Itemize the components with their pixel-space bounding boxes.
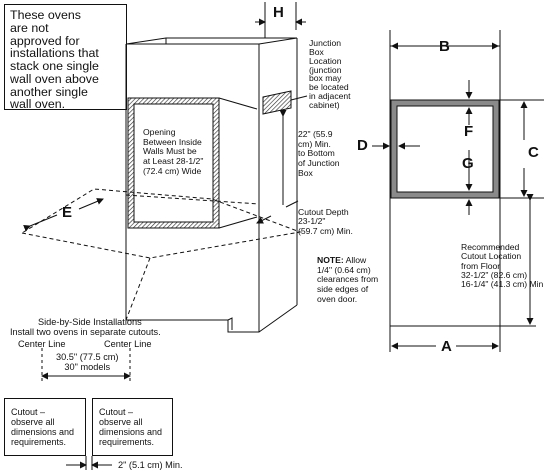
recommended-location-note: Recommended Cutout Location from Floor 3… xyxy=(461,242,544,290)
dimension-a xyxy=(389,326,501,352)
side-by-side-subtitle: Install two ovens in separate cutouts. xyxy=(10,327,161,337)
dimension-c xyxy=(499,99,544,199)
stacking-warning: These ovens are not approved for install… xyxy=(4,4,127,111)
center-line-right: Center Line xyxy=(104,339,152,349)
junction-height-note: 22" (55.9 cm) Min. to Bottom of Junction… xyxy=(298,129,340,178)
dimension-c-label: C xyxy=(528,144,539,161)
dimension-h-label: H xyxy=(273,4,284,21)
inside-walls-note: Opening Between Inside Walls Must be at … xyxy=(143,127,204,176)
dimension-a-label: A xyxy=(441,338,452,355)
side-by-side-diagram xyxy=(41,348,131,470)
dimension-b xyxy=(389,30,501,50)
dimension-e xyxy=(23,198,104,232)
junction-box-note: Junction Box Location (junction box may … xyxy=(309,38,351,110)
junction-box xyxy=(262,90,308,115)
dimension-b-label: B xyxy=(439,38,450,55)
dimension-f-label: F xyxy=(464,123,474,140)
front-elevation xyxy=(389,45,501,327)
note-first-line: Allow xyxy=(343,255,367,265)
dimension-h xyxy=(255,2,306,38)
cutout-box-right: Cutout – observe all dimensions and requ… xyxy=(92,398,173,456)
center-line-left: Center Line xyxy=(18,339,66,349)
cutout-depth-dimension xyxy=(256,200,299,224)
cutout-depth-note: Cutout Depth 23-1/2" (59.7 cm) Min. xyxy=(298,207,353,236)
note-label: NOTE: xyxy=(317,255,344,265)
centers-dimension: 30.5" (77.5 cm) 30" models xyxy=(56,352,119,372)
floor-height-dimension xyxy=(500,194,536,327)
dimension-e-label: E xyxy=(62,204,73,221)
cutout-box-left: Cutout – observe all dimensions and requ… xyxy=(4,398,86,456)
side-by-side-title: Side-by-Side Installations xyxy=(38,317,142,327)
floor-outline xyxy=(20,188,302,321)
cabinet-cutout xyxy=(127,97,258,229)
note-rest: 1/4" (0.64 cm) clearances from side edge… xyxy=(317,264,379,304)
dimension-g-label: G xyxy=(462,155,474,172)
dimension-d-label: D xyxy=(357,137,368,154)
gap-dimension: 2" (5.1 cm) Min. xyxy=(118,460,183,470)
